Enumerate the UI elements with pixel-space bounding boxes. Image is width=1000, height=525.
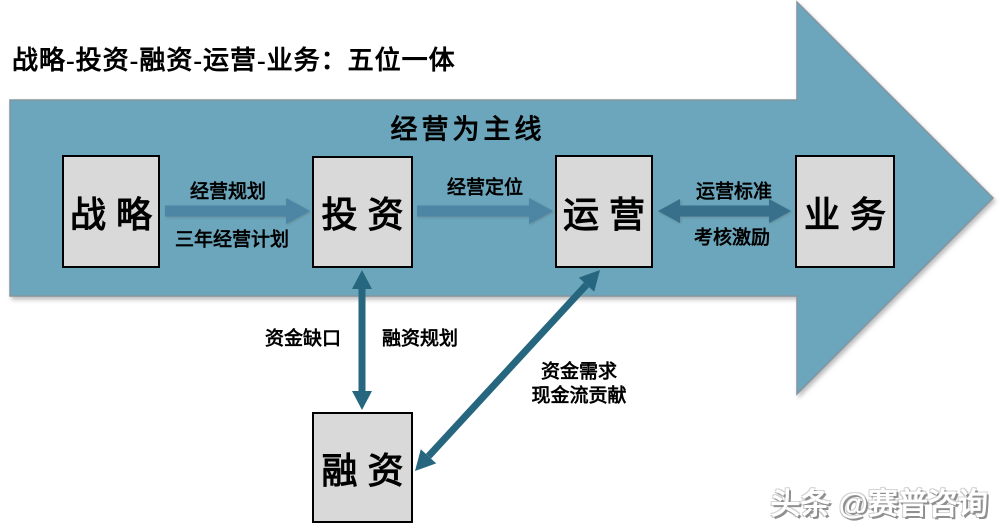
node-financing: 融资	[312, 412, 413, 523]
edge-label-funding-gap: 资金缺口	[264, 328, 342, 350]
edge-label-cash-flow: 资金需求 现金流贡献	[531, 360, 626, 408]
node-operations: 运营	[555, 155, 653, 268]
edge-label-operating-positioning: 经营定位	[446, 177, 524, 199]
node-investment-label: 投资	[321, 195, 414, 235]
edge-label-three-year-plan: 三年经营计划	[174, 229, 290, 251]
node-strategy-label: 战略	[70, 194, 163, 235]
arrow-strategy-investment	[165, 198, 310, 224]
edge-label-operation-standard: 运营标准	[695, 181, 773, 203]
main-flow-arrow-shape	[9, 0, 995, 396]
edge-label-capital-demand: 资金需求	[540, 361, 618, 383]
arrow-financing-operations	[415, 270, 600, 471]
node-financing-label: 融资	[321, 450, 414, 491]
edge-label-financing-plan: 融资规划	[381, 328, 459, 350]
node-business: 业务	[795, 155, 895, 268]
edge-label-cashflow-contribution: 现金流贡献	[531, 385, 627, 406]
edge-label-operating-plan: 经营规划	[189, 181, 267, 203]
main-flow-label: 经营为主线	[390, 114, 546, 145]
arrow-operations-business	[658, 199, 791, 223]
page-title: 战略-投资-融资-运营-业务：五位一体	[12, 46, 456, 75]
arrow-investment-operations	[417, 198, 553, 224]
arrow-investment-financing	[352, 270, 372, 410]
edge-label-assessment-incentive: 考核激励	[693, 227, 771, 249]
node-operations-label: 运营	[563, 194, 656, 235]
node-investment: 投资	[312, 156, 413, 268]
node-business-label: 业务	[804, 194, 897, 235]
node-strategy: 战略	[62, 155, 160, 268]
watermark: 头条 @赛普咨询	[770, 488, 988, 521]
